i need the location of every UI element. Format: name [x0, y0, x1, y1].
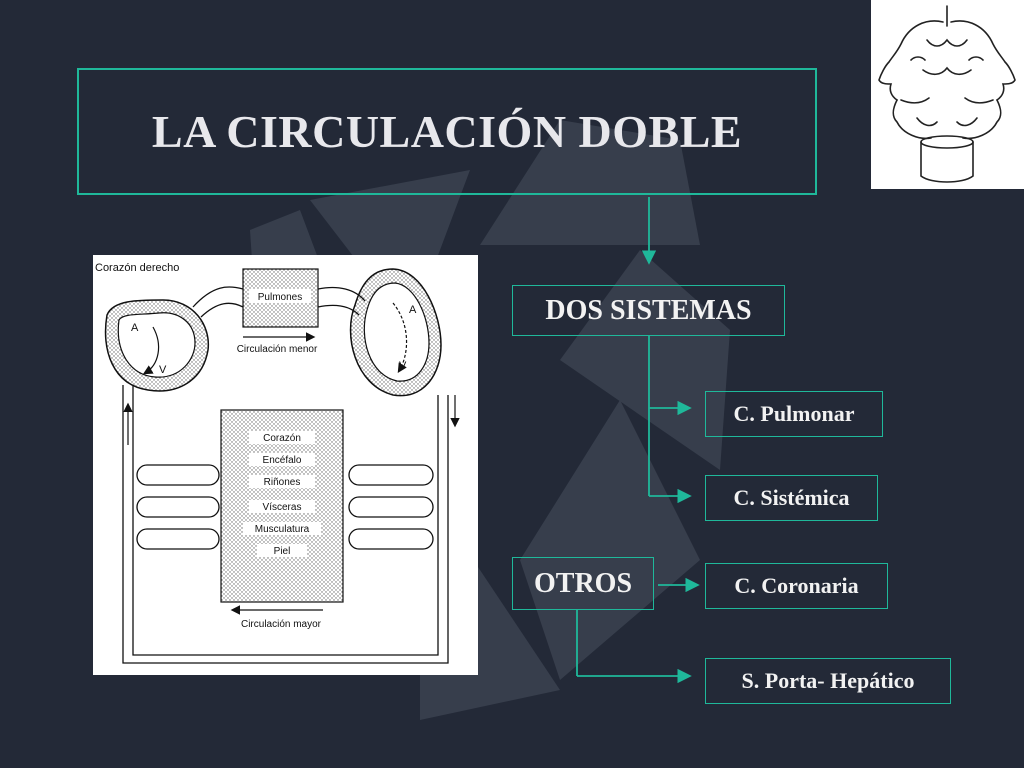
sistemica-box: C. Sistémica: [705, 475, 878, 521]
janus-head-icon: [878, 5, 1016, 183]
pulmonar-box: C. Pulmonar: [705, 391, 883, 437]
coronaria-label: C. Coronaria: [734, 573, 859, 598]
sistemica-label: C. Sistémica: [733, 485, 850, 510]
ventricle-left: V: [159, 364, 167, 376]
organ-label: Vísceras: [263, 502, 302, 513]
organ-label: Corazón: [263, 433, 301, 444]
atrium-right: A: [409, 304, 417, 316]
title-box: LA CIRCULACIÓN DOBLE: [77, 68, 817, 195]
capillary-beds: [136, 464, 434, 550]
circulation-diagram: Corazón derecho Pulmones Circulación men…: [93, 255, 478, 675]
minor-circulation-label: Circulación menor: [237, 344, 318, 355]
dos-sistemas-box: DOS SISTEMAS: [512, 285, 785, 336]
right-heart: A V: [104, 299, 210, 392]
major-circulation-label: Circulación mayor: [241, 619, 322, 630]
ventricle-right: V: [399, 360, 407, 372]
coronaria-box: C. Coronaria: [705, 563, 888, 609]
organ-label: Encéfalo: [263, 455, 302, 466]
organ-label: Riñones: [264, 477, 301, 488]
left-heart: A V: [349, 268, 442, 397]
otros-box: OTROS: [512, 557, 654, 610]
organ-label: Piel: [274, 546, 291, 557]
otros-label: OTROS: [533, 567, 633, 599]
janus-head-image: [871, 0, 1024, 189]
porta-hepatico-box: S. Porta- Hepático: [705, 658, 951, 704]
right-heart-label: Corazón derecho: [95, 262, 179, 274]
organ-list: Corazón Encéfalo Riñones Vísceras Muscul…: [243, 431, 321, 557]
lungs-label: Pulmones: [258, 292, 302, 303]
organ-label: Musculatura: [255, 524, 310, 535]
dos-sistemas-label: DOS SISTEMAS: [545, 294, 752, 326]
atrium-left: A: [131, 322, 139, 334]
pulmonar-label: C. Pulmonar: [733, 401, 855, 426]
page-title: LA CIRCULACIÓN DOBLE: [151, 106, 743, 157]
porta-hepatico-label: S. Porta- Hepático: [741, 668, 915, 693]
